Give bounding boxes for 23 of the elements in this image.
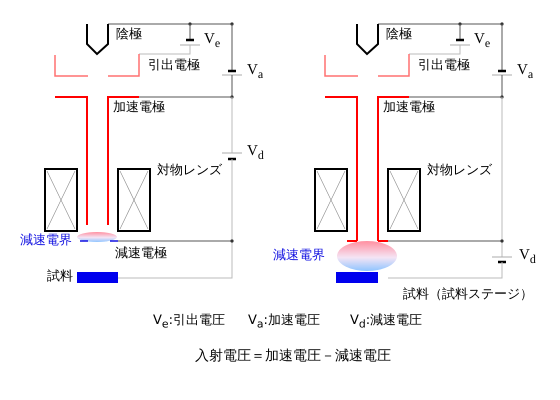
legend-note: V$_{a}$:加速電圧 (248, 313, 320, 333)
part-label: 陰極 (386, 27, 412, 43)
part-label: 減速電極 (115, 246, 167, 262)
field-label: 減速電界 (273, 248, 325, 264)
part-label: 試料（試料ステージ） (403, 287, 533, 303)
voltage-label: V$_{e}$ (474, 31, 490, 51)
part-label: 陰極 (116, 27, 142, 43)
part-label: 対物レンズ (427, 163, 492, 179)
voltage-label: V$_{d}$ (247, 143, 264, 163)
part-label: 引出電極 (418, 58, 470, 74)
legend-note: V$_{e}$:引出電圧 (153, 313, 225, 333)
voltage-label: V$_{a}$ (247, 62, 264, 82)
part-label: 試料 (47, 269, 73, 285)
voltage-label: V$_{e}$ (204, 31, 220, 51)
formula-text: 入射電圧＝加速電圧－減速電圧 (195, 348, 391, 364)
voltage-label: V$_{a}$ (517, 62, 534, 82)
part-label: 対物レンズ (157, 163, 222, 179)
voltage-label: V$_{d}$ (519, 247, 536, 267)
part-label: 加速電極 (383, 100, 435, 116)
part-label: 引出電極 (148, 58, 200, 74)
field-label: 減速電界 (20, 233, 72, 249)
legend-note: V$_{d}$:減速電圧 (350, 313, 422, 333)
part-label: 加速電極 (113, 100, 165, 116)
